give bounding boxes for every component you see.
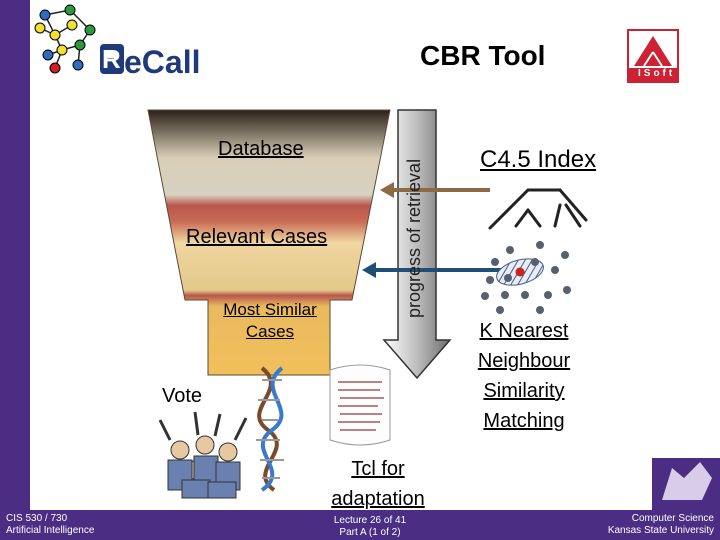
knn-scatter-icon [481,241,571,314]
progress-arrow [382,109,452,380]
crowd-voting-icon [158,411,248,499]
footer-course-name: Artificial Intelligence [6,525,95,536]
footer-part: Part A (1 of 2) [339,527,401,538]
recall-logo-r: R [102,44,121,74]
knn-connector-arrow [362,262,510,278]
left-accent-bar [0,0,30,510]
database-label: Database [218,138,304,160]
page-title: CBR Tool [420,40,546,71]
tcl-adaptation-label: Tcl for adaptation [331,458,425,510]
footer-lecture: Lecture 26 of 41 [333,515,407,526]
most-similar-cases-label: Most Similar Cases [223,300,317,341]
progress-of-retrieval-label: progress of retrieval [404,158,424,318]
footer-course: CIS 530 / 730 [6,513,68,524]
footer-dept: Computer Science [631,513,714,524]
code-document-icon [329,364,391,446]
isoft-logo-text: ISoft [638,68,676,79]
dna-icon [256,366,284,492]
svg-text:eCall: eCall [124,44,200,80]
decision-tree-icon [488,188,588,230]
knn-label: K Nearest Neighbour Similarity Matching [477,320,571,432]
network-graph-icon [34,4,96,74]
footer-university: Kansas State University [607,525,714,536]
recall-logo: eCall [100,44,200,80]
footer-bar: CIS 530 / 730 Artificial Intelligence Le… [0,510,720,540]
relevant-cases-label: Relevant Cases [186,226,328,248]
isoft-logo [627,29,679,83]
c45-index-label: C4.5 Index [480,146,597,173]
c45-connector-arrow [380,182,490,198]
vote-label: Vote [162,385,203,407]
kstate-wildcat-icon [652,458,720,510]
